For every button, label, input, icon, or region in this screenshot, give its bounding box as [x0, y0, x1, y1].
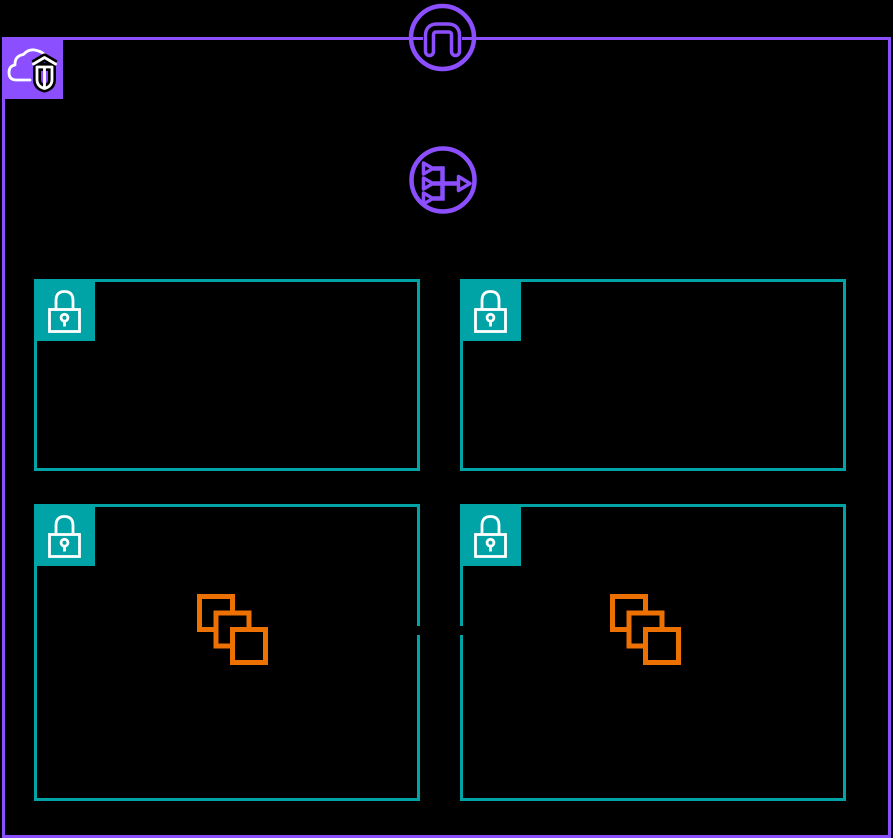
lock-icon — [34, 504, 95, 566]
vpc-badge — [2, 37, 63, 99]
private-subnet-badge — [34, 504, 95, 566]
private-subnet-badge — [460, 504, 521, 566]
subnet-box-top-right — [460, 279, 846, 471]
lock-icon — [34, 279, 95, 341]
ec2-instances-icon — [610, 594, 682, 666]
internet-gateway-icon — [408, 3, 477, 72]
load-balancer-icon — [409, 146, 477, 214]
subnet-box-bottom-left — [34, 504, 420, 801]
lock-icon — [460, 504, 521, 566]
cloud-with-shield-icon — [7, 48, 58, 93]
subnet-connector-gap — [416, 626, 464, 635]
subnet-box-top-left — [34, 279, 420, 471]
lock-icon — [460, 279, 521, 341]
private-subnet-badge — [34, 279, 95, 341]
subnet-box-bottom-right — [460, 504, 846, 801]
private-subnet-badge — [460, 279, 521, 341]
ec2-instances-icon — [197, 594, 269, 666]
